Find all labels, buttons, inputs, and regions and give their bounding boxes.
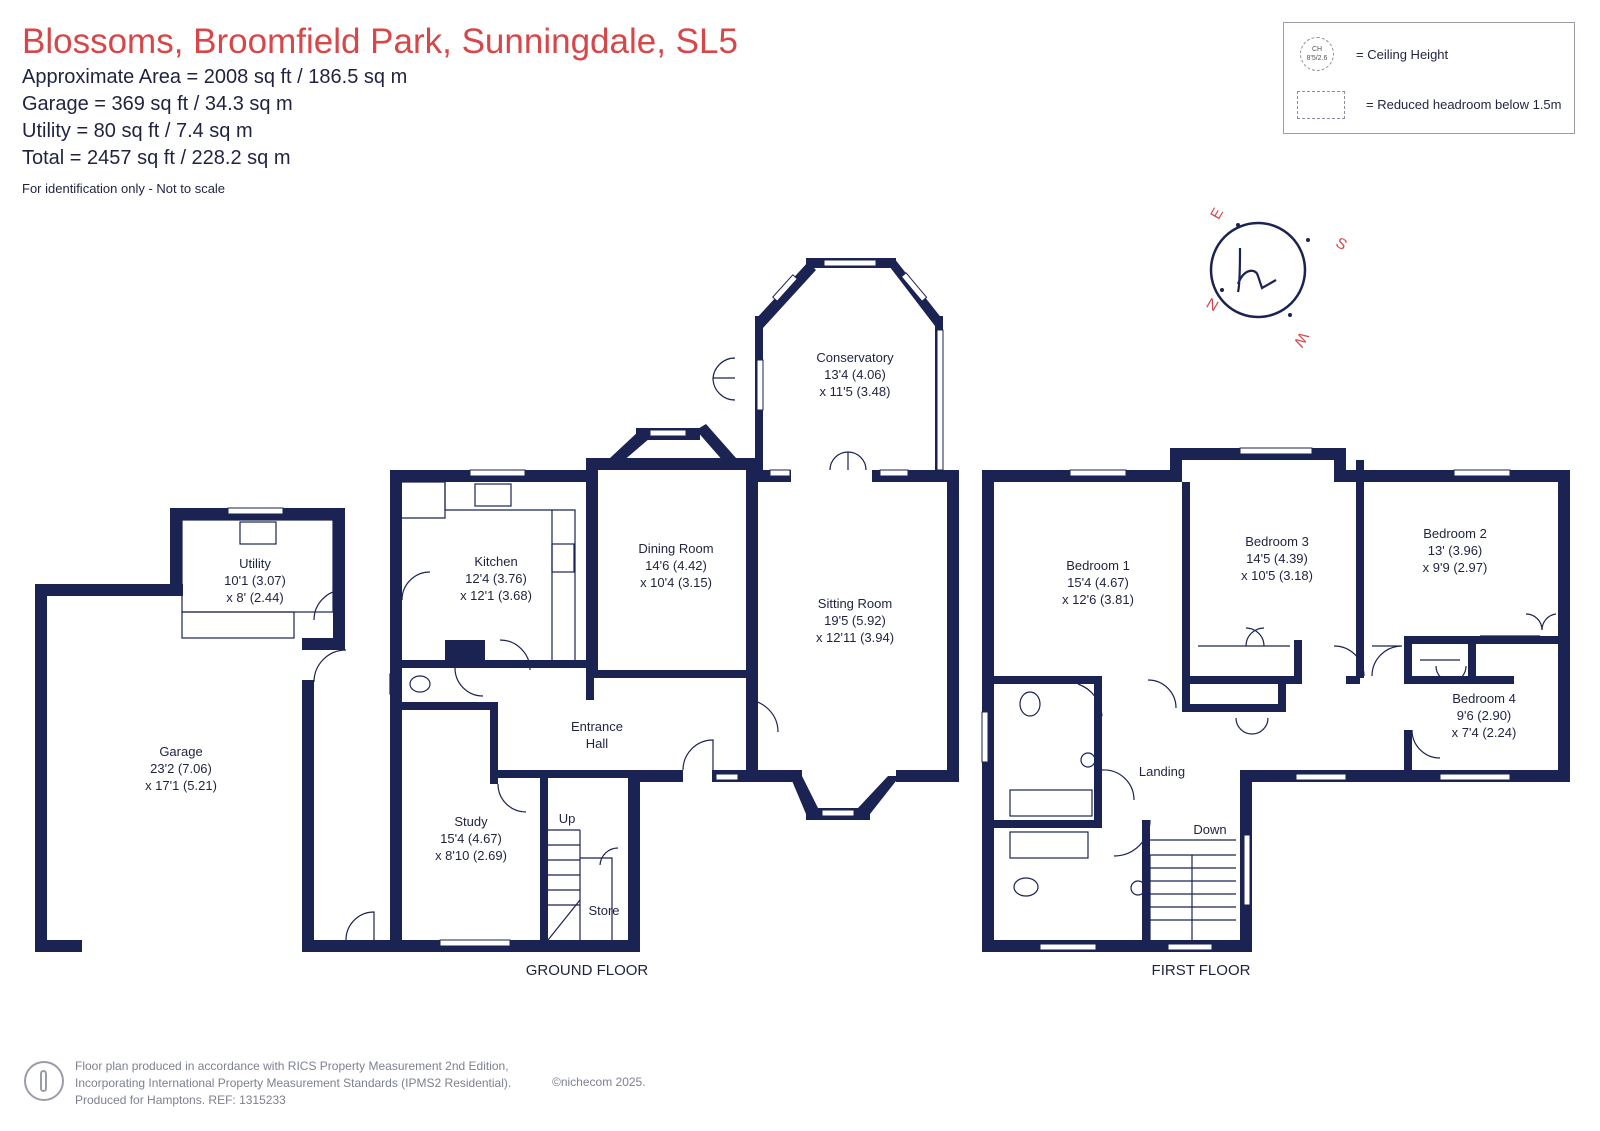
- utility-dim-2: x 8' (2.44): [226, 590, 283, 605]
- sitting-dim-1: 19'5 (5.92): [824, 613, 886, 628]
- dining-label: Dining Room: [638, 541, 713, 556]
- compass-s: S: [1333, 234, 1350, 254]
- utility-area: Utility = 80 sq ft / 7.4 sq m: [22, 120, 253, 142]
- ceiling-height-icon: CH 8'5/2.6: [1300, 37, 1334, 71]
- bed3-label: Bedroom 3: [1245, 534, 1309, 549]
- garage-label: Garage: [159, 744, 202, 759]
- ground-floor-label: GROUND FLOOR: [526, 962, 649, 979]
- study-label: Study: [454, 814, 488, 829]
- utility-sink-icon: [239, 521, 277, 545]
- first-floor-fixtures: [1009, 613, 1557, 940]
- bed3-dim-1: 14'5 (4.39): [1246, 551, 1308, 566]
- approx-area: Approximate Area = 2008 sq ft / 186.5 sq…: [22, 66, 408, 88]
- footer-line-2: Incorporating International Property Mea…: [75, 1076, 512, 1090]
- room-labels: Garage 23'2 (7.06) x 17'1 (5.21) Utility…: [145, 350, 1516, 979]
- footer-line-1: Floor plan produced in accordance with R…: [75, 1059, 509, 1073]
- bed1-label: Bedroom 1: [1066, 558, 1130, 573]
- wc-toilet-icon: [409, 675, 431, 693]
- person-info-icon: [24, 1061, 64, 1101]
- footer-line-3: Produced for Hamptons. REF: 1315233: [75, 1093, 286, 1107]
- stairs-up-label: Up: [559, 811, 576, 826]
- utility-label: Utility: [239, 556, 271, 571]
- bed4-label: Bedroom 4: [1452, 691, 1516, 706]
- dining-dim-1: 14'6 (4.42): [645, 558, 707, 573]
- kitchen-dim-2: x 12'1 (3.68): [460, 588, 532, 603]
- bed1-dim-1: 15'4 (4.67): [1067, 575, 1129, 590]
- sitting-label: Sitting Room: [818, 596, 892, 611]
- bath-icon-1: [1009, 789, 1093, 817]
- reduced-headroom-icon: [1297, 91, 1345, 119]
- garage-dim-1: 23'2 (7.06): [150, 761, 212, 776]
- ceiling-height-label: = Ceiling Height: [1356, 47, 1449, 62]
- bed2-dim-1: 13' (3.96): [1428, 543, 1483, 558]
- bed3-dim-2: x 10'5 (3.18): [1241, 568, 1313, 583]
- study-dim-1: 15'4 (4.67): [440, 831, 502, 846]
- hall-label-2: Hall: [586, 736, 609, 751]
- first-floor-label: FIRST FLOOR: [1152, 962, 1251, 979]
- conservatory-label: Conservatory: [816, 350, 894, 365]
- utility-dim-1: 10'1 (3.07): [224, 573, 286, 588]
- first-floor-walls: [981, 447, 1570, 952]
- compass-e: E: [1207, 205, 1227, 222]
- kitchen-label: Kitchen: [474, 554, 517, 569]
- ground-floor-fixtures: [181, 357, 867, 941]
- legend-box: CH 8'5/2.6 = Ceiling Height = Reduced he…: [1283, 22, 1575, 134]
- toilet-icon-1: [1019, 691, 1041, 717]
- ground-floor-walls: [35, 258, 959, 952]
- property-title: Blossoms, Broomfield Park, Sunningdale, …: [22, 22, 738, 61]
- bed1-dim-2: x 12'6 (3.81): [1062, 592, 1134, 607]
- compass-ring: [1209, 221, 1307, 319]
- kitchen-dim-1: 12'4 (3.76): [465, 571, 527, 586]
- toilet-icon-2: [1013, 877, 1039, 897]
- sitting-dim-2: x 12'11 (3.94): [816, 630, 894, 645]
- bed2-label: Bedroom 2: [1423, 526, 1487, 541]
- total-area: Total = 2457 sq ft / 228.2 sq m: [22, 147, 291, 169]
- hall-label-1: Entrance: [571, 719, 623, 734]
- compass: E S N W: [1204, 205, 1350, 350]
- scale-note: For identification only - Not to scale: [22, 181, 226, 196]
- kitchen-sink-icon: [474, 483, 512, 507]
- bed4-dim-2: x 7'4 (2.24): [1452, 725, 1517, 740]
- hob-icon: [551, 543, 575, 573]
- bed4-dim-1: 9'6 (2.90): [1457, 708, 1512, 723]
- compass-logo-icon: [1236, 247, 1277, 293]
- bed2-dim-2: x 9'9 (2.97): [1423, 560, 1488, 575]
- garage-dim-2: x 17'1 (5.21): [145, 778, 217, 793]
- conservatory-dim-1: 13'4 (4.06): [824, 367, 886, 382]
- study-dim-2: x 8'10 (2.69): [435, 848, 507, 863]
- footer-text: Floor plan produced in accordance with R…: [75, 1058, 511, 1109]
- compass-w: W: [1290, 329, 1312, 350]
- reduced-headroom-label: = Reduced headroom below 1.5m: [1366, 97, 1562, 112]
- conservatory-dim-2: x 11'5 (3.48): [820, 384, 891, 399]
- stairs-down-label: Down: [1193, 822, 1226, 837]
- footer-brand: ©nichecom 2025.: [552, 1075, 646, 1089]
- garage-area: Garage = 369 sq ft / 34.3 sq m: [22, 93, 293, 115]
- landing-label: Landing: [1139, 764, 1185, 779]
- dining-dim-2: x 10'4 (3.15): [640, 575, 712, 590]
- store-label: Store: [588, 903, 619, 918]
- bath-icon-2: [1009, 831, 1089, 859]
